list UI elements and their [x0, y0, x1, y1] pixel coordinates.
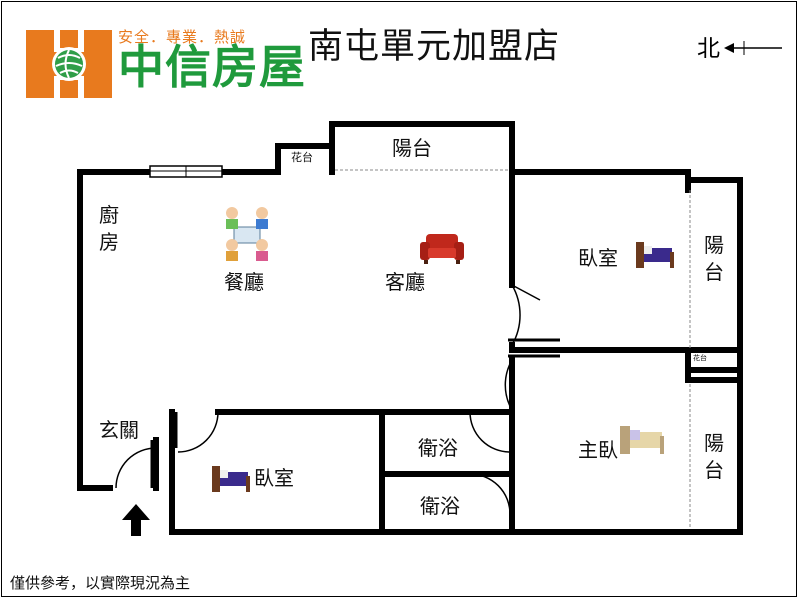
room-label-small-storage: 花台: [693, 354, 707, 362]
north-arrow-icon: [724, 41, 782, 55]
room-label-bedroom-ne: 臥室: [578, 246, 618, 270]
room-label-balcony-east-lower: 陽台: [704, 431, 724, 482]
north-label: 北: [697, 36, 720, 62]
room-label-entrance: 玄關: [99, 418, 139, 442]
entry-arrow-icon: [122, 504, 150, 536]
room-label-dining: 餐廳: [224, 270, 264, 294]
brand-name: 中信房屋: [118, 40, 306, 94]
room-label-flower-bed: 花台: [291, 151, 313, 164]
logo-icon: [26, 30, 112, 98]
room-label-balcony-east-upper: 陽台: [704, 233, 724, 284]
sofa-icon: [420, 234, 464, 264]
store-title: 南屯單元加盟店: [308, 27, 561, 67]
dining-table-icon: [226, 207, 268, 261]
room-label-bathroom-lower: 衛浴: [420, 494, 460, 518]
room-label-bathroom-upper: 衛浴: [418, 436, 458, 460]
room-label-balcony-top: 陽台: [392, 136, 432, 160]
room-label-master-bedroom: 主臥: [578, 438, 618, 462]
bed-icon: [636, 242, 674, 268]
room-label-bedroom-south: 臥室: [254, 466, 294, 490]
room-label-kitchen: 廚房: [99, 203, 119, 254]
bed-icon: [620, 426, 664, 454]
brand-slogan: 安全．專業．熱誠: [118, 28, 247, 46]
bed-icon: [212, 466, 250, 492]
disclaimer-text: 僅供參考，以實際現況為主: [10, 574, 191, 592]
room-label-living: 客廳: [385, 270, 425, 294]
